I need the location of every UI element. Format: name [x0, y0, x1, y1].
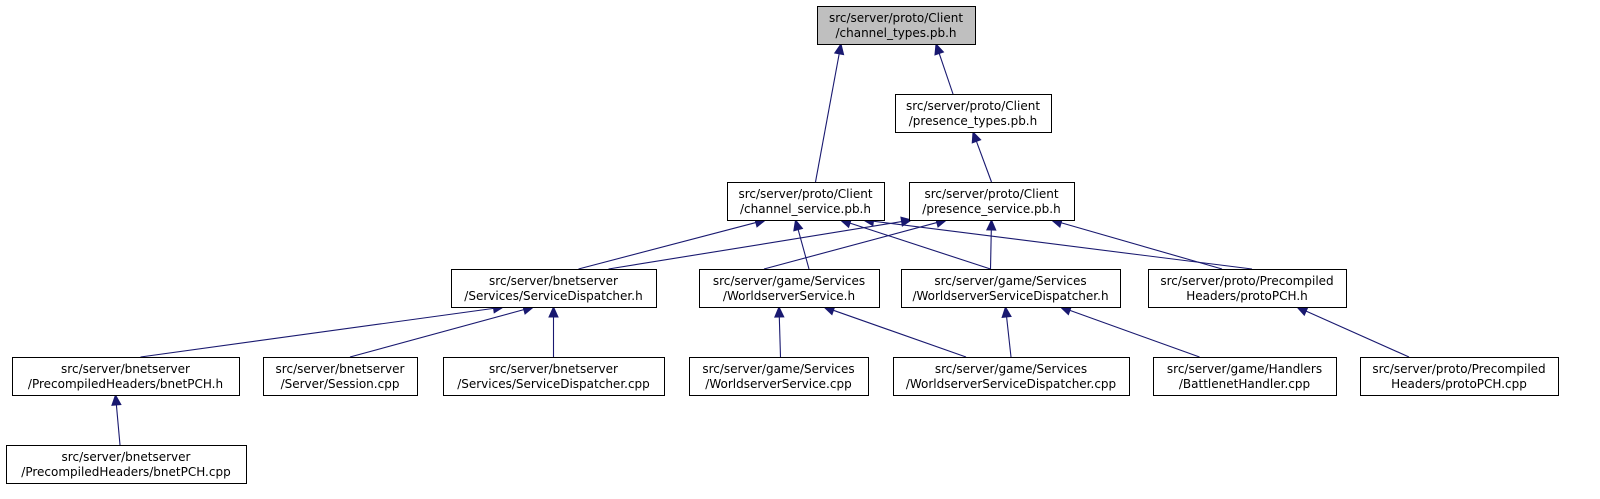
node-session-cpp[interactable]: src/server/bnetserver/Server/Session.cpp — [263, 357, 418, 396]
node-proto-pch-h[interactable]: src/server/proto/PrecompiledHeaders/prot… — [1148, 269, 1347, 308]
node-label-line: src/server/bnetserver — [489, 362, 618, 376]
node-box — [893, 357, 1130, 396]
arrowhead-presence_service — [986, 218, 997, 231]
node-bnet-pch-h[interactable]: src/server/bnetserver/PrecompiledHeaders… — [12, 357, 240, 396]
arrowhead-bnet_pch_h — [111, 393, 122, 406]
node-label-line: /BattlenetHandler.cpp — [1179, 377, 1310, 391]
edge-ws_dispatcher_h-to-battlenet_handler_cpp — [1069, 309, 1200, 358]
edge-channel_service-to-worldserver_service_h — [797, 229, 810, 270]
edge-service_dispatcher_h-to-bnet_pch_h — [140, 307, 494, 358]
node-box — [6, 445, 247, 484]
node-box — [699, 269, 880, 308]
node-label-line: /WorldserverServiceDispatcher.cpp — [906, 377, 1116, 391]
edges-layer — [111, 42, 1410, 446]
edge-worldserver_service_h-to-ws_dispatcher_cpp — [833, 309, 967, 358]
edge-channel_types-to-presence_types — [938, 53, 954, 95]
edge-presence_service-to-service_dispatcher_h — [608, 221, 902, 270]
node-worldserver-service-cpp[interactable]: src/server/game/Services/WorldserverServ… — [689, 357, 869, 396]
node-label-line: src/server/bnetserver — [61, 362, 190, 376]
arrowhead-channel_service — [793, 218, 804, 232]
node-presence-service[interactable]: src/server/proto/Client/presence_service… — [909, 182, 1075, 221]
node-channel-types[interactable]: src/server/proto/Client/channel_types.pb… — [817, 6, 976, 45]
node-box — [895, 94, 1052, 133]
edge-channel_service-to-proto_pch_h — [873, 220, 1253, 270]
node-label-line: src/server/proto/Client — [924, 187, 1058, 201]
node-label-line: /WorldserverService.cpp — [705, 377, 851, 391]
arrowhead-presence_service — [900, 216, 913, 227]
node-worldserver-service-h[interactable]: src/server/game/Services/WorldserverServ… — [699, 269, 880, 308]
node-label-line: src/server/game/Handlers — [1167, 362, 1322, 376]
node-label-line: src/server/proto/Precompiled — [1160, 274, 1333, 288]
node-box — [1153, 357, 1337, 396]
node-bnet-pch-cpp[interactable]: src/server/bnetserver/PrecompiledHeaders… — [6, 445, 247, 484]
node-label-line: Headers/protoPCH.cpp — [1391, 377, 1527, 391]
node-label-line: src/server/bnetserver — [489, 274, 618, 288]
edge-ws_dispatcher_h-to-ws_dispatcher_cpp — [1006, 316, 1012, 358]
node-service-dispatcher-h[interactable]: src/server/bnetserver/Services/ServiceDi… — [451, 269, 657, 308]
arrowhead-service_dispatcher_h — [548, 305, 559, 318]
nodes-layer: src/server/proto/Client/channel_types.pb… — [6, 6, 1559, 484]
edge-channel_types-to-channel_service — [814, 53, 840, 183]
edge-presence_service-to-worldserver_service_h — [763, 222, 937, 270]
node-label-line: src/server/proto/Client — [738, 187, 872, 201]
node-box — [727, 182, 885, 221]
edge-service_dispatcher_h-to-session_cpp — [349, 309, 524, 358]
node-service-dispatcher-cpp[interactable]: src/server/bnetserver/Services/ServiceDi… — [443, 357, 665, 396]
node-battlenet-handler-cpp[interactable]: src/server/game/Handlers/BattlenetHandle… — [1153, 357, 1337, 396]
edge-worldserver_service_h-to-worldserver_service_cpp — [778, 316, 782, 358]
arrowhead-worldserver_service_h — [774, 305, 785, 318]
edge-presence_types-to-presence_service — [975, 141, 993, 183]
edge-bnet_pch_h-to-bnet_pch_cpp — [115, 404, 121, 446]
node-label-line: /Services/ServiceDispatcher.h — [464, 289, 642, 303]
node-label-line: /channel_service.pb.h — [740, 202, 871, 216]
edge-presence_service-to-proto_pch_h — [1060, 222, 1223, 270]
node-box — [263, 357, 418, 396]
node-label-line: /channel_types.pb.h — [835, 26, 956, 40]
arrowhead-channel_types — [833, 42, 845, 56]
node-label-line: src/server/game/Services — [934, 274, 1086, 288]
node-label-line: src/server/proto/Client — [829, 11, 963, 25]
node-label-line: src/server/bnetserver — [276, 362, 405, 376]
node-ws-dispatcher-cpp[interactable]: src/server/game/Services/WorldserverServ… — [893, 357, 1130, 396]
node-box — [451, 269, 657, 308]
node-box — [817, 6, 976, 45]
node-label-line: src/server/proto/Client — [906, 99, 1040, 113]
node-presence-types[interactable]: src/server/proto/Client/presence_types.p… — [895, 94, 1052, 133]
arrowhead-presence_types — [971, 130, 982, 144]
arrowhead-ws_dispatcher_h — [1001, 305, 1012, 319]
node-label-line: /PrecompiledHeaders/bnetPCH.cpp — [21, 465, 230, 479]
node-box — [909, 182, 1075, 221]
node-label-line: src/server/game/Services — [702, 362, 854, 376]
node-label-line: /presence_service.pb.h — [922, 202, 1060, 216]
node-label-line: /WorldserverServiceDispatcher.h — [912, 289, 1108, 303]
edge-channel_service-to-ws_dispatcher_h — [849, 222, 991, 270]
node-box — [689, 357, 869, 396]
node-box — [901, 269, 1121, 308]
node-label-line: /WorldserverService.h — [723, 289, 855, 303]
node-label-line: Headers/protoPCH.h — [1186, 289, 1308, 303]
node-channel-service[interactable]: src/server/proto/Client/channel_service.… — [727, 182, 885, 221]
node-label-line: src/server/game/Services — [935, 362, 1087, 376]
edge-presence_service-to-ws_dispatcher_h — [989, 229, 992, 270]
node-label-line: /Server/Session.cpp — [281, 377, 400, 391]
arrowhead-channel_types — [934, 42, 945, 56]
node-ws-dispatcher-h[interactable]: src/server/game/Services/WorldserverServ… — [901, 269, 1121, 308]
node-box — [1148, 269, 1347, 308]
edge-channel_service-to-service_dispatcher_h — [578, 222, 756, 270]
node-label-line: src/server/proto/Precompiled — [1372, 362, 1545, 376]
node-label-line: /Services/ServiceDispatcher.cpp — [457, 377, 650, 391]
node-proto-pch-cpp[interactable]: src/server/proto/PrecompiledHeaders/prot… — [1360, 357, 1559, 396]
node-label-line: /PrecompiledHeaders/bnetPCH.h — [28, 377, 223, 391]
node-box — [443, 357, 665, 396]
node-label-line: /presence_types.pb.h — [909, 114, 1037, 128]
node-label-line: src/server/bnetserver — [62, 450, 191, 464]
arrowhead-proto_pch_h — [1295, 306, 1309, 317]
node-box — [1360, 357, 1559, 396]
edge-proto_pch_h-to-proto_pch_cpp — [1305, 310, 1410, 358]
node-label-line: src/server/game/Services — [713, 274, 865, 288]
node-box — [12, 357, 240, 396]
